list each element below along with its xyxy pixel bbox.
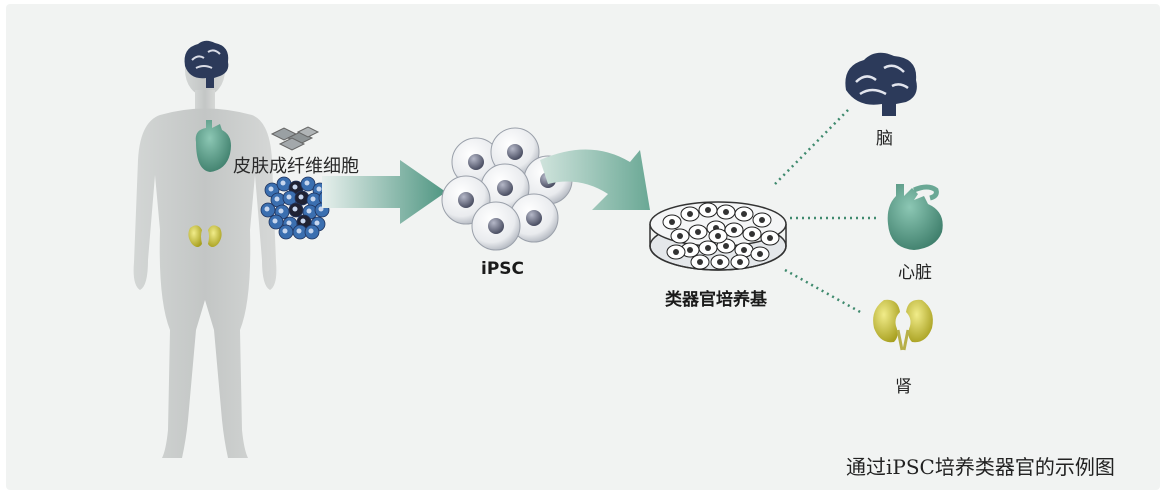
- dish-cell: [716, 204, 736, 220]
- skin-fibroblast-label: 皮肤成纤维细胞: [233, 156, 359, 177]
- human-silhouette-icon: [133, 44, 277, 458]
- ipsc-label: iPSC: [481, 259, 525, 279]
- dish-cell: [734, 242, 754, 258]
- brain-icon: [845, 52, 917, 116]
- body-kidney-icon: [188, 225, 222, 247]
- kidney-label: 肾: [895, 377, 912, 397]
- brain-label: 脑: [876, 129, 893, 149]
- skin-cell: [294, 190, 310, 206]
- dish-cell: [670, 228, 690, 244]
- dish-cell: [680, 206, 700, 222]
- stem-cell: [471, 201, 521, 251]
- dish-cell: [708, 228, 728, 244]
- dish-cell: [734, 206, 754, 222]
- arrow-to-ipsc: [322, 160, 446, 224]
- stem-cell-cluster-icon: [441, 127, 573, 251]
- skin-cell: [292, 224, 308, 240]
- skin-cell: [300, 176, 316, 192]
- dish-cell: [752, 212, 772, 228]
- skin-cell-cluster-icon: [260, 176, 334, 240]
- dish-cell: [690, 254, 710, 270]
- heart-label: 心脏: [898, 263, 932, 283]
- connector-brain: [774, 107, 851, 185]
- heart-icon: [887, 184, 943, 250]
- arrow-to-organoid: [540, 149, 650, 210]
- body-brain-icon: [184, 40, 229, 88]
- dish-cell: [662, 214, 682, 230]
- fibroblast-cells-icon: [270, 126, 320, 151]
- dish-cell: [666, 244, 686, 260]
- dish-cell: [742, 226, 762, 242]
- organoid-medium-label: 类器官培养基: [665, 290, 767, 310]
- skin-cell: [288, 202, 304, 218]
- connector-kidney: [784, 268, 863, 315]
- dish-cell: [698, 202, 718, 218]
- skin-cell: [278, 224, 294, 240]
- petri-dish-icon: [649, 201, 787, 271]
- figure-caption: 通过iPSC培养类器官的示例图: [846, 455, 1115, 479]
- dish-cell: [750, 246, 770, 262]
- dish-cell: [688, 224, 708, 240]
- stem-cell: [509, 193, 559, 243]
- skin-cell: [304, 224, 320, 240]
- body-heart-icon: [195, 120, 231, 172]
- kidney-icon: [873, 299, 933, 351]
- dish-cell: [698, 240, 718, 256]
- dish-cell: [760, 230, 780, 246]
- dish-cell: [724, 222, 744, 238]
- skin-cell: [260, 202, 276, 218]
- dish-cell: [730, 254, 750, 270]
- dish-cell: [710, 254, 730, 270]
- skin-cell: [282, 190, 298, 206]
